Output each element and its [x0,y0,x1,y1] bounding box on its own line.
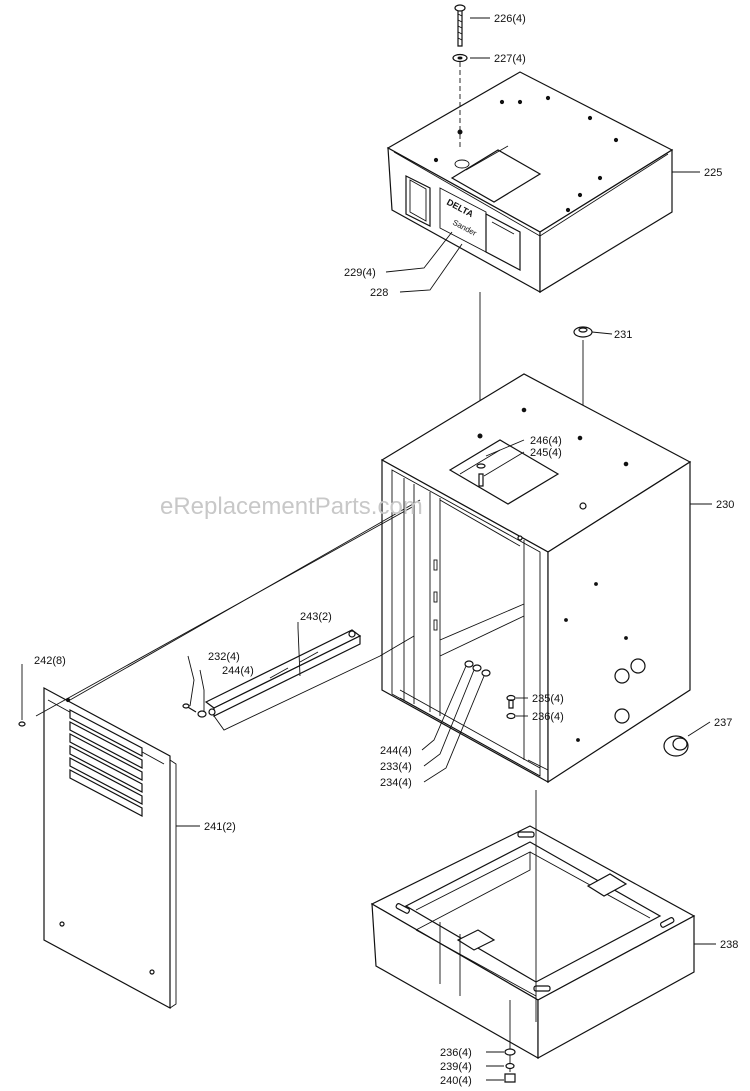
screw-235 [506,694,516,709]
grommet-231 [573,326,593,338]
callout-232: 232(4) [208,651,240,663]
callout-237: 237 [714,717,732,729]
side-panel-241 [43,686,177,1010]
callout-230: 230 [716,499,734,511]
bracket-243 [204,629,381,731]
callout-231: 231 [614,329,632,341]
watermark-text: eReplacementParts.com [160,493,423,520]
base-238 [370,825,696,1060]
cabinet-230 [380,373,692,784]
screw-232 [182,703,207,718]
screw-245 [476,463,486,487]
callout-244-b: 244(4) [380,745,412,757]
washer-236 [506,712,516,720]
callout-227: 227(4) [494,53,526,65]
callout-236-a: 236(4) [532,711,564,723]
callout-239: 239(4) [440,1061,472,1073]
top-cover-225: DELTA Sander [386,71,674,294]
callout-236-b: 236(4) [440,1047,472,1059]
callout-229: 229(4) [344,267,376,279]
callout-243: 243(2) [300,611,332,623]
callout-245: 245(4) [530,447,562,459]
callout-246: 246(4) [530,435,562,447]
callout-240: 240(4) [440,1075,472,1087]
hardware-236-239-240 [504,1048,516,1083]
bolt-226 [454,4,466,47]
callout-leaders [21,17,716,1081]
callout-234: 234(4) [380,777,412,789]
callout-238: 238 [720,939,738,951]
callout-226: 226(4) [494,13,526,25]
callout-228: 228 [370,287,388,299]
hardware-233-234-244 [464,660,491,677]
callout-235: 235(4) [532,693,564,705]
callout-225: 225 [704,167,722,179]
callout-241: 241(2) [204,821,236,833]
callout-244-a: 244(4) [222,665,254,677]
callout-233: 233(4) [380,761,412,773]
washer-227 [452,53,468,63]
screw-242 [18,721,26,727]
strain-relief-237 [663,735,689,757]
callout-242: 242(8) [34,655,66,667]
